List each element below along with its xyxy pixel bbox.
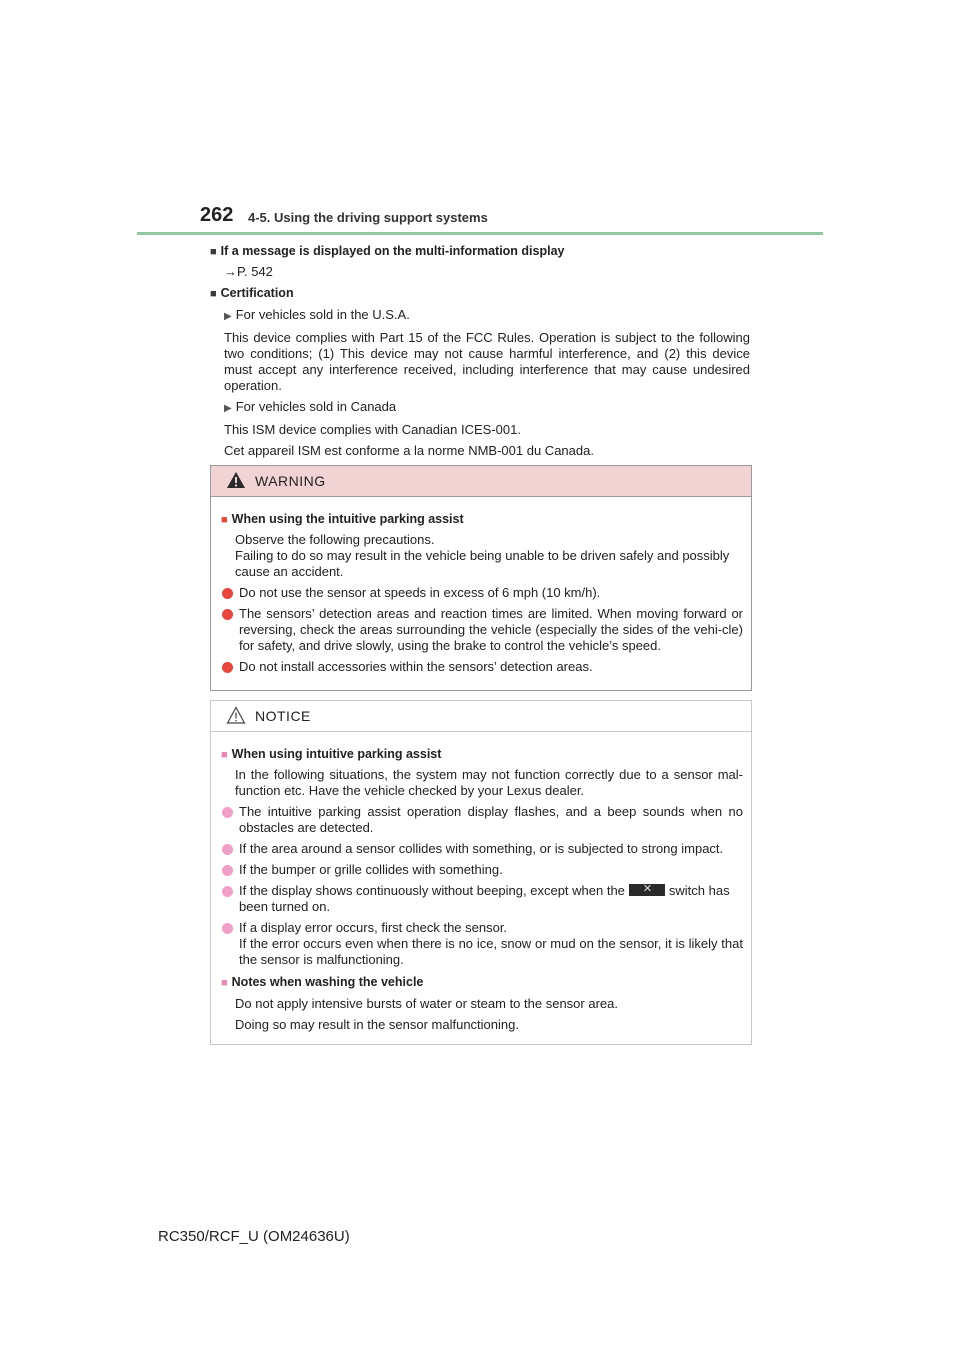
bullet-icon [222, 662, 233, 673]
bullet-icon [222, 865, 233, 876]
footer-model: RC350/RCF_U (OM24636U) [158, 1228, 350, 1245]
bullet-icon [222, 923, 233, 934]
certification-heading: ■Certification [210, 286, 294, 300]
parking-assist-switch-icon: ✕ [628, 883, 665, 896]
list-item: Do not install accessories within the se… [221, 659, 743, 675]
list-item: The sensors’ detection areas and reactio… [221, 606, 743, 654]
bullet-icon [222, 588, 233, 599]
usa-text: This device complies with Part 15 of the… [224, 330, 750, 393]
notice-label: NOTICE [255, 708, 311, 724]
bullet-icon [222, 609, 233, 620]
main-content: ■If a message is displayed on the multi-… [210, 243, 750, 459]
section-title: 4-5. Using the driving support systems [248, 210, 488, 225]
canada-text-1: This ISM device complies with Canadian I… [224, 422, 521, 437]
notice-heading-1: ■When using intuitive parking assist [221, 747, 442, 761]
list-item: If the display shows continuously withou… [221, 883, 743, 915]
square-bullet-icon: ■ [221, 514, 228, 526]
square-bullet-icon: ■ [221, 977, 228, 989]
warning-box: WARNING ■When using the intuitive parkin… [210, 465, 752, 691]
header-divider [137, 232, 823, 235]
canada-text-2: Cet appareil ISM est conforme a la norme… [224, 443, 594, 458]
triangle-right-icon: ▶ [224, 311, 232, 322]
notice-body: ■When using intuitive parking assist In … [211, 732, 751, 1033]
page-reference: →P. 542 [224, 264, 273, 279]
warning-triangle-icon [227, 472, 245, 488]
notice-box: NOTICE ■When using intuitive parking ass… [210, 700, 752, 1045]
notice-header: NOTICE [211, 701, 751, 732]
wash-text-1: Do not apply intensive bursts of water o… [235, 996, 618, 1011]
triangle-right-icon: ▶ [224, 403, 232, 414]
square-bullet-icon: ■ [210, 288, 217, 300]
bullet-icon [222, 807, 233, 818]
list-item: The intuitive parking assist operation d… [221, 804, 743, 836]
message-heading: ■If a message is displayed on the multi-… [210, 244, 565, 258]
arrow-right-icon: → [224, 264, 237, 279]
square-bullet-icon: ■ [210, 246, 217, 258]
warning-intro-1: Observe the following precautions. [235, 532, 435, 547]
wash-text-2: Doing so may result in the sensor malfun… [235, 1017, 519, 1032]
warning-body: ■When using the intuitive parking assist… [211, 497, 751, 675]
usa-label: ▶For vehicles sold in the U.S.A. [224, 307, 410, 322]
warning-heading: ■When using the intuitive parking assist [221, 512, 464, 526]
page-number: 262 [200, 204, 234, 226]
list-item: If the area around a sensor collides wit… [221, 841, 743, 857]
warning-label: WARNING [255, 473, 326, 489]
canada-label: ▶For vehicles sold in Canada [224, 399, 397, 414]
bullet-icon [222, 844, 233, 855]
list-item: If the bumper or grille collides with so… [221, 862, 743, 878]
warning-header: WARNING [211, 466, 751, 497]
notice-intro: In the following situations, the system … [235, 767, 743, 798]
list-item: Do not use the sensor at speeds in exces… [221, 585, 743, 601]
page-header: 262 4-5. Using the driving support syste… [200, 204, 830, 234]
notice-heading-2: ■Notes when washing the vehicle [221, 975, 424, 989]
square-bullet-icon: ■ [221, 749, 228, 761]
list-item: If a display error occurs, first check t… [221, 920, 743, 968]
bullet-icon [222, 886, 233, 897]
warning-intro-2: Failing to do so may result in the vehic… [235, 548, 730, 579]
caution-triangle-icon [226, 706, 246, 724]
